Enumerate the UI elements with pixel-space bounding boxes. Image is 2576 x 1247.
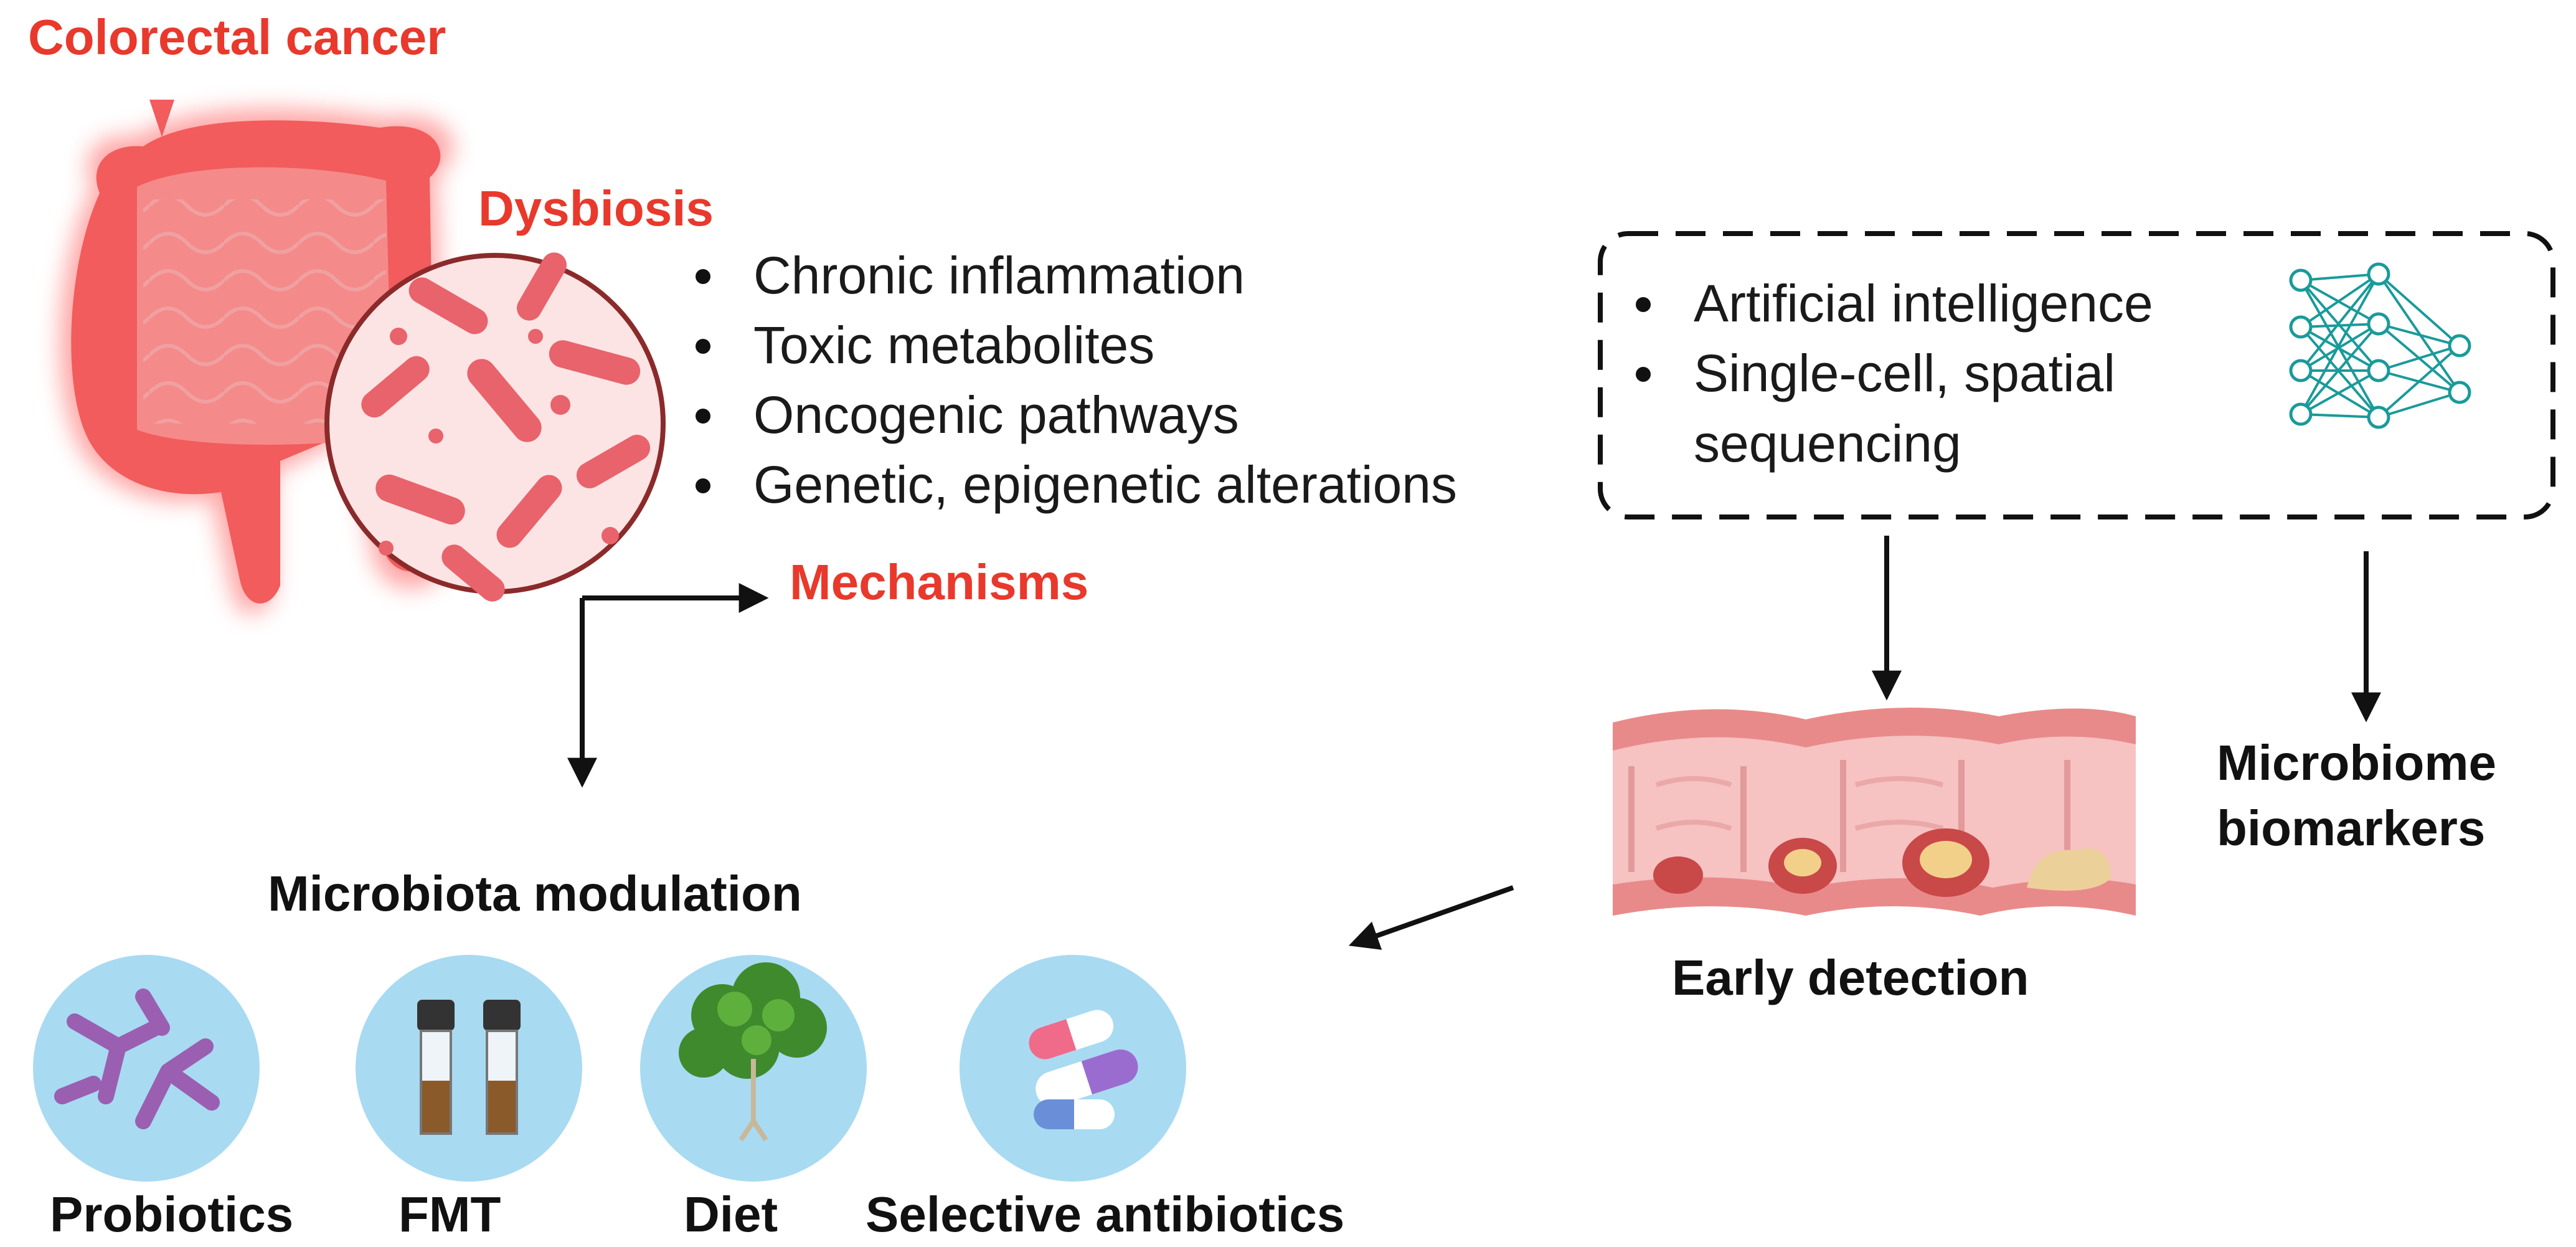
biomarkers-label-line2: biomarkers	[2217, 800, 2486, 856]
dysbiosis-label: Dysbiosis	[478, 181, 714, 236]
option-label-probiotics: Probiotics	[50, 1187, 294, 1242]
pills-icon	[960, 955, 1186, 1182]
biomarkers-label-line1: Microbiome	[2217, 735, 2496, 790]
effect-item: Genetic, epigenetic alterations	[688, 458, 1457, 511]
effect-item: Chronic inflammation	[688, 249, 1457, 301]
diagram-title: Colorectal cancer	[28, 9, 446, 65]
early-detection-label: Early detection	[1672, 950, 2029, 1005]
dysbiosis-effects-list: Chronic inflammation Toxic metabolites O…	[688, 249, 1457, 528]
effect-item: Oncogenic pathways	[688, 389, 1457, 441]
technology-item: Single-cell, spatial	[1628, 347, 2153, 399]
vegetable-icon	[640, 955, 867, 1182]
option-label-fmt: FMT	[399, 1187, 501, 1242]
option-label-diet: Diet	[684, 1187, 778, 1242]
colon-section-illustration	[1613, 708, 2136, 916]
detection-to-modulation-arrow	[1348, 885, 1514, 950]
technology-list: Artificial intelligence Single-cell, spa…	[1628, 277, 2153, 417]
technology-item-continued: sequencing	[1694, 414, 1961, 473]
dysbiosis-circle	[324, 252, 666, 602]
technology-item: Artificial intelligence	[1628, 277, 2153, 330]
option-label-antibiotics: Selective antibiotics	[866, 1187, 1345, 1242]
colon-illustration	[60, 100, 454, 615]
vials-icon	[356, 955, 582, 1182]
technology-box	[1598, 231, 2555, 519]
neural-network-icon	[2289, 262, 2471, 429]
mechanisms-label: Mechanisms	[790, 554, 1089, 610]
effect-item: Toxic metabolites	[688, 319, 1457, 371]
modulation-title: Microbiota modulation	[268, 866, 802, 921]
bacteria-icon	[33, 955, 260, 1182]
